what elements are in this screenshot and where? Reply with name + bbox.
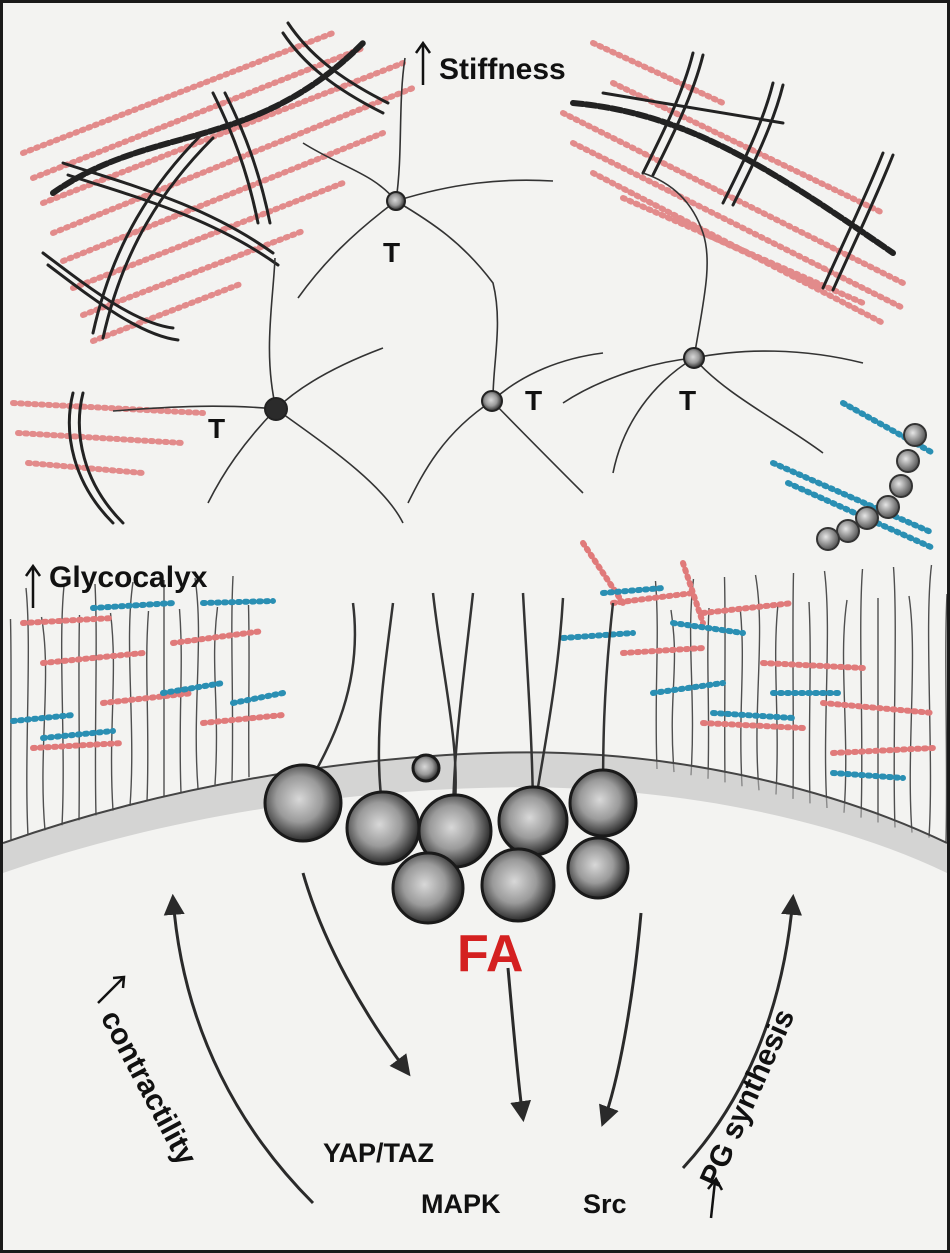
blue-chain bbox=[40, 728, 116, 741]
red-chain bbox=[20, 615, 116, 626]
arrow-to-src bbox=[599, 912, 643, 1127]
glycocalyx-strand bbox=[178, 608, 182, 793]
glycocalyx-strand bbox=[707, 607, 710, 779]
glycocalyx-strand bbox=[842, 599, 848, 813]
glycocalyx-strand bbox=[654, 580, 658, 770]
red-chain bbox=[680, 560, 706, 626]
blue-chain bbox=[830, 770, 906, 781]
glycocalyx-strand bbox=[25, 587, 30, 836]
arrow-to-mapk bbox=[506, 967, 532, 1123]
up-arrow-icon bbox=[24, 563, 42, 608]
glycocalyx-strand bbox=[109, 612, 115, 811]
blue-chain bbox=[710, 710, 796, 721]
glycocalyx-strand bbox=[231, 575, 234, 781]
glycocalyx-red-chains bbox=[20, 540, 936, 756]
glycocalyx-strand bbox=[723, 576, 726, 783]
collagen-fibers bbox=[41, 21, 896, 525]
glycocalyx-strand bbox=[9, 618, 12, 841]
red-chain bbox=[40, 650, 146, 666]
arrow-contractility bbox=[163, 893, 315, 1205]
blue-chain bbox=[200, 598, 276, 606]
glycocalyx-strand bbox=[146, 610, 150, 802]
glycocalyx-strand bbox=[689, 578, 695, 776]
arrow-to-yap-taz bbox=[301, 872, 411, 1077]
t-cell-label-middle: T bbox=[525, 385, 543, 416]
blue-chain bbox=[600, 585, 666, 596]
src-label: Src bbox=[583, 1189, 627, 1219]
ecm-red-fibers-left bbox=[10, 30, 416, 476]
glycocalyx-strand bbox=[78, 614, 81, 821]
red-chain bbox=[170, 628, 266, 646]
glycocalyx-strand bbox=[892, 566, 896, 828]
cell-membrane bbox=[3, 752, 947, 873]
glycocalyx-strand bbox=[60, 585, 65, 826]
red-chain bbox=[700, 720, 806, 731]
glycocalyx-strand bbox=[945, 593, 947, 843]
bead-chain bbox=[816, 423, 927, 551]
glycocalyx-strand bbox=[40, 616, 47, 831]
glycocalyx-strand bbox=[823, 570, 829, 809]
t-cell-label-right: T bbox=[679, 385, 697, 416]
glycocalyx-strand bbox=[128, 581, 134, 807]
yap-taz-label: YAP/TAZ bbox=[323, 1138, 435, 1168]
glycocalyx-strand bbox=[213, 606, 219, 785]
up-arrow-icon bbox=[414, 40, 432, 85]
glycocalyx-strand bbox=[908, 595, 914, 833]
blue-chain bbox=[10, 712, 76, 724]
glycocalyx-strand bbox=[774, 603, 779, 795]
red-chain bbox=[830, 745, 936, 756]
glycocalyx-strand bbox=[927, 564, 933, 838]
glycocalyx-strand bbox=[247, 604, 250, 778]
t-cells-network bbox=[112, 57, 864, 524]
blue-chain bbox=[650, 680, 726, 696]
glycocalyx-strand bbox=[670, 609, 676, 773]
red-chain bbox=[30, 740, 126, 751]
blue-chain bbox=[160, 680, 226, 696]
mapk-label: MAPK bbox=[421, 1189, 501, 1219]
glycocalyx-strand bbox=[792, 572, 795, 799]
red-chain bbox=[700, 600, 796, 616]
t-cell-bodies bbox=[264, 191, 705, 421]
signaling-arrows bbox=[163, 872, 803, 1205]
fa-label: FA bbox=[457, 925, 524, 983]
glycocalyx-label: Glycocalyx bbox=[49, 561, 208, 594]
glycocalyx-strand bbox=[808, 601, 811, 804]
red-chain bbox=[820, 700, 936, 716]
red-chain bbox=[200, 712, 286, 726]
blue-chain bbox=[230, 690, 286, 706]
red-chain bbox=[100, 690, 196, 706]
glycocalyx-blue-chains bbox=[10, 585, 906, 781]
red-chain bbox=[610, 590, 696, 606]
glycocalyx-strand bbox=[194, 577, 200, 789]
up-arrow-icon bbox=[97, 975, 126, 1004]
red-chain bbox=[620, 645, 706, 656]
red-chain bbox=[760, 660, 866, 671]
up-arrow-icon bbox=[707, 1176, 724, 1219]
stiffness-label: Stiffness bbox=[439, 53, 566, 86]
blue-chain bbox=[670, 620, 746, 636]
arrow-pg-synthesis bbox=[681, 893, 803, 1170]
focal-adhesion-complex bbox=[263, 753, 638, 925]
glycocalyx-strand bbox=[860, 568, 864, 818]
glycocalyx-strand bbox=[739, 605, 744, 787]
blue-chain bbox=[560, 630, 636, 641]
t-cell-label-left: T bbox=[208, 413, 226, 444]
blue-chain bbox=[90, 600, 176, 611]
diagram-drawing bbox=[3, 21, 947, 1219]
t-cell-label-top: T bbox=[383, 237, 401, 268]
glycocalyx-strands bbox=[9, 564, 947, 843]
glycocalyx-strand bbox=[754, 574, 761, 791]
